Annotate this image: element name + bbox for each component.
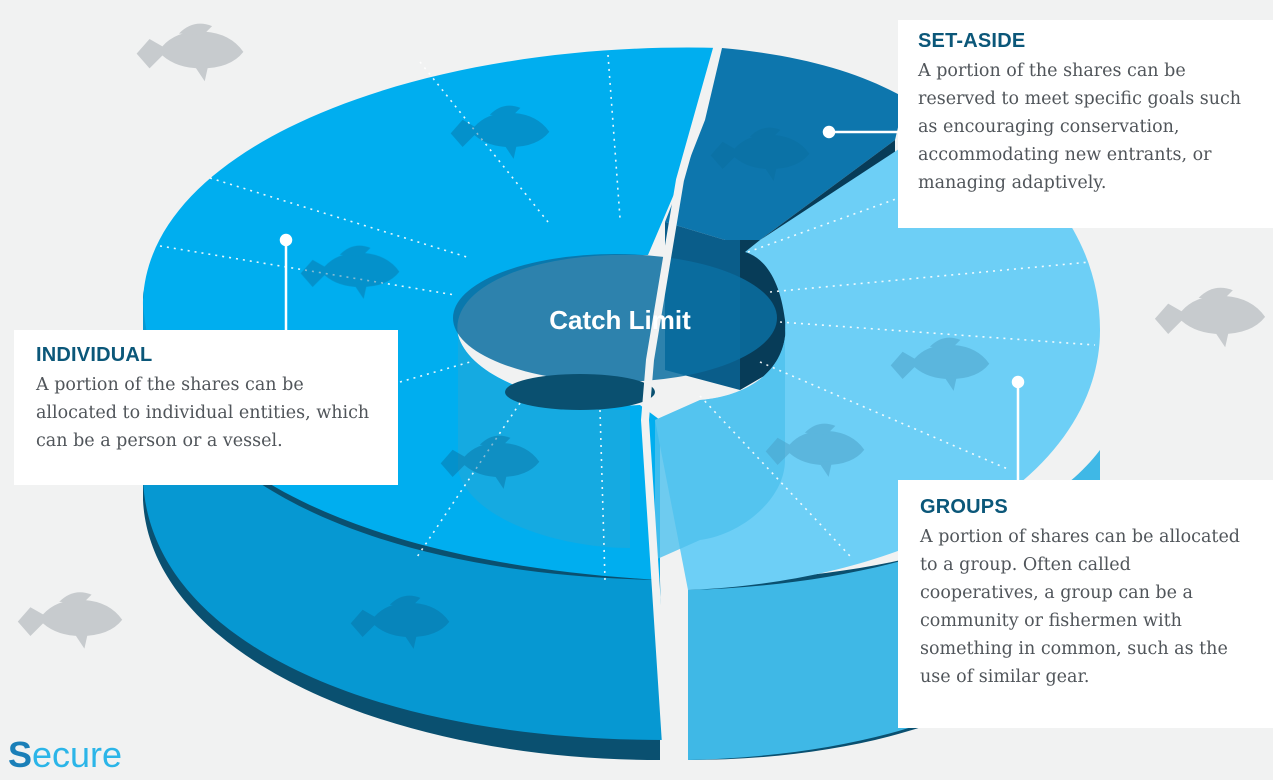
brand-first-letter: S [8,734,33,775]
individual-front [143,300,665,740]
segment-gaps [640,43,722,776]
groups-callout: GROUPS A portion of shares can be alloca… [898,480,1273,728]
center-hub [453,254,777,382]
individual-body: A portion of the shares can be allocated… [36,375,370,451]
individual-title: INDIVIDUAL [36,344,153,366]
center-hole [505,374,655,410]
connectors [279,125,1025,480]
set-aside-callout: SET-ASIDE A portion of the shares can be… [898,20,1273,228]
individual-callout: INDIVIDUAL A portion of the shares can b… [14,330,398,485]
dotted-lines [159,54,1096,581]
groups-inner-wall [655,320,786,560]
brand-rest: ecure [32,734,123,775]
catch-limit-label: Catch Limit [549,305,691,335]
set-aside-body: A portion of the shares can be reserved … [918,61,1242,193]
individual-inner-wall [458,335,630,548]
groups-title: GROUPS [920,496,1008,518]
groups-body: A portion of shares can be allocated to … [920,527,1241,687]
brand-wordmark: Secure [8,735,122,775]
set-aside-title: SET-ASIDE [918,30,1026,52]
